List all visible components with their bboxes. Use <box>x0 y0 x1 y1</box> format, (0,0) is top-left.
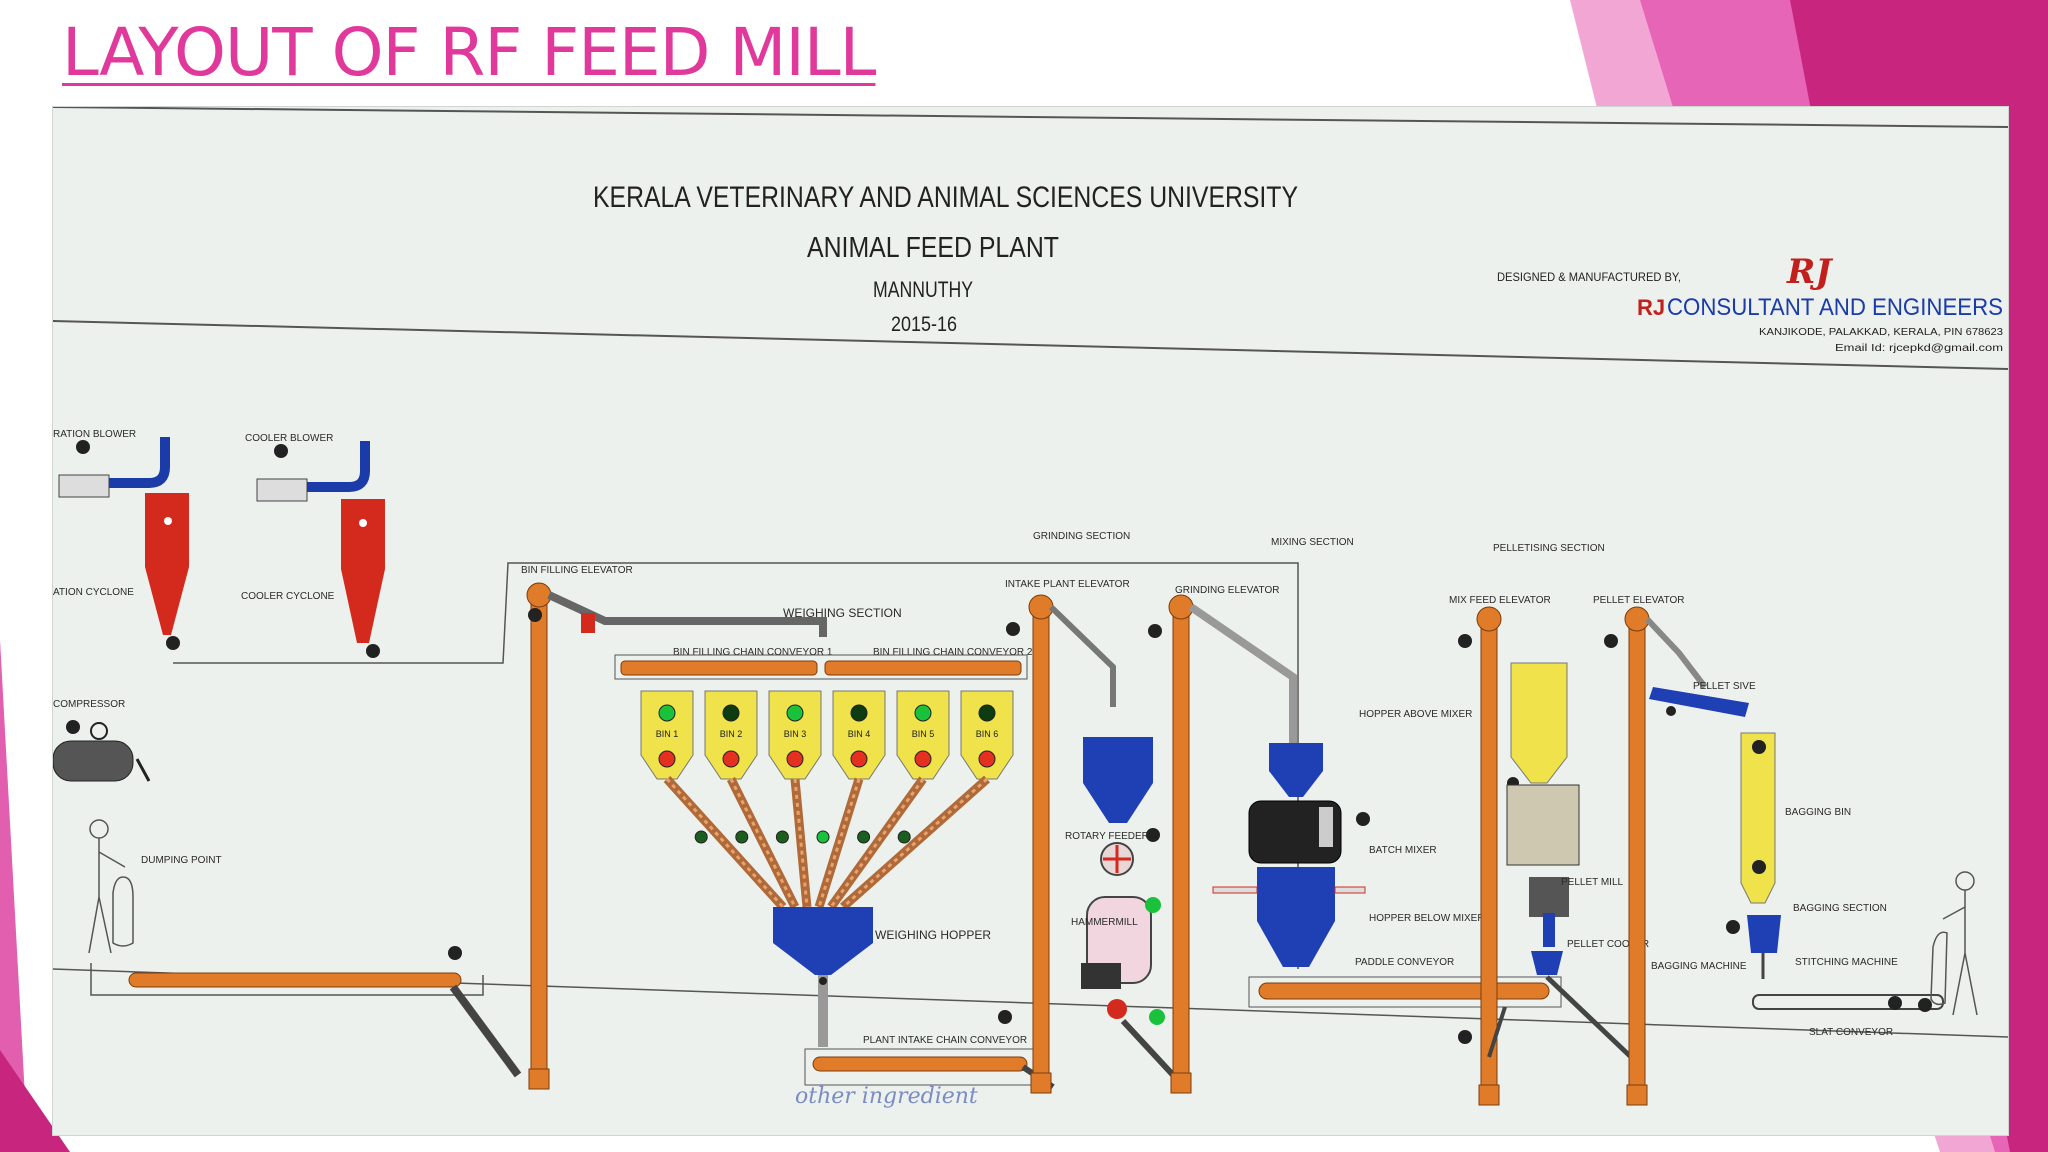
bin-label: BIN 6 <box>976 729 999 739</box>
bin-label: BIN 3 <box>784 729 807 739</box>
maker-company: CONSULTANT AND ENGINEERS <box>1667 294 2003 321</box>
bin-1: BIN 1 <box>640 690 787 911</box>
stitching-machine-label: STITCHING MACHINE <box>1795 957 1898 968</box>
dumping-point-worker <box>88 819 134 954</box>
aeration-blower <box>58 437 170 498</box>
slat-conveyor <box>1752 994 1944 1012</box>
plant-intake-conveyor <box>804 1010 1055 1090</box>
weighing-hopper <box>773 907 873 1047</box>
intake-plant-elevator <box>1006 594 1116 1094</box>
designed-by: DESIGNED & MANUFACTURED BY, <box>1497 270 1681 284</box>
hammer-mill <box>1081 896 1176 1078</box>
bagging-section-label: BAGGING SECTION <box>1793 903 1887 914</box>
batch-mixer <box>1248 800 1370 864</box>
aeration-blower-label: RATION BLOWER <box>53 429 136 440</box>
bin-3: BIN 3 <box>768 690 822 908</box>
bin-6: BIN 6 <box>840 690 1014 911</box>
hammer-mill-label: HAMMERMILL <box>1071 917 1138 928</box>
compressor <box>53 720 151 782</box>
hopper-below-mixer <box>1212 867 1366 967</box>
slide-title: LAYOUT OF RF FEED MILL <box>62 14 876 91</box>
dumping-screw-conveyor <box>128 946 522 1078</box>
header-place: MANNUTHY <box>873 277 973 302</box>
header-plant: ANIMAL FEED PLANT <box>807 232 1059 264</box>
bagging-bin <box>1740 732 1776 904</box>
maker-logo: RJ <box>1786 252 1833 292</box>
pellet-elevator <box>1604 606 1708 1106</box>
bin-2: BIN 2 <box>704 690 800 910</box>
bin-conveyor-1 <box>620 660 818 676</box>
bin-filling-elevator <box>526 582 827 1090</box>
weighing-section-label: WEIGHING SECTION <box>783 606 902 620</box>
pellet-cooler <box>1531 951 1633 1059</box>
mix-feed-elevator-label: MIX FEED ELEVATOR <box>1449 595 1551 606</box>
plant-intake-conveyor-label: PLANT INTAKE CHAIN CONVEYOR <box>863 1035 1027 1046</box>
paddle-conveyor-label: PADDLE CONVEYOR <box>1355 957 1454 968</box>
intake-plant-elevator-label: INTAKE PLANT ELEVATOR <box>1005 579 1130 590</box>
maker-address: KANJIKODE, PALAKKAD, KERALA, PIN 678623 <box>1759 327 2003 338</box>
hopper-below-mixer-label: HOPPER BELOW MIXER <box>1369 913 1485 924</box>
bin-label: BIN 5 <box>912 729 935 739</box>
bin-filling-elevator-label: BIN FILLING ELEVATOR <box>521 565 633 576</box>
bagging-bin-label: BAGGING BIN <box>1785 807 1851 818</box>
bin-label: BIN 4 <box>848 729 871 739</box>
layout-board-photo: KERALA VETERINARY AND ANIMAL SCIENCES UN… <box>52 106 2009 1136</box>
rotary-feeder <box>1100 842 1134 876</box>
bagging-machine <box>1726 915 1781 979</box>
pelletising-section-label: PELLETISING SECTION <box>1493 543 1605 554</box>
pellet-cooler-label: PELLET COOLER <box>1567 939 1649 950</box>
maker-company-prefix: RJ <box>1637 295 1665 320</box>
batch-mixer-label: BATCH MIXER <box>1369 845 1437 856</box>
bin-conveyor-2 <box>824 660 1022 676</box>
cooler-blower <box>256 441 370 502</box>
grinding-elevator-label: GRINDING ELEVATOR <box>1175 585 1279 596</box>
bin-label: BIN 1 <box>656 729 679 739</box>
bin-conveyor-1-label: BIN FILLING CHAIN CONVEYOR 1 <box>673 647 833 658</box>
mixing-section-label: MIXING SECTION <box>1271 537 1354 548</box>
mix-feed-elevator <box>1458 606 1507 1106</box>
aeration-cyclone <box>145 493 189 650</box>
grinding-hopper <box>1083 737 1160 842</box>
compressor-label: COMPRESSOR <box>53 699 125 710</box>
storage-bins: BIN 1 BIN 2 BIN 3 BIN 4 BIN 5 BIN 6 <box>640 690 1014 911</box>
pellet-elevator-label: PELLET ELEVATOR <box>1593 595 1685 606</box>
paddle-conveyor <box>1248 976 1562 1044</box>
maker-email: Email Id: rjcepkd@gmail.com <box>1835 343 2003 354</box>
dumping-point-label: DUMPING POINT <box>141 855 222 866</box>
bagging-machine-label: BAGGING MACHINE <box>1651 961 1747 972</box>
bagging-worker <box>1930 871 1978 1016</box>
header-year: 2015-16 <box>891 313 957 336</box>
cooler-blower-label: COOLER BLOWER <box>245 433 333 444</box>
bin-label: BIN 2 <box>720 729 743 739</box>
cooler-cyclone <box>341 499 385 658</box>
pellet-mill-label: PELLET MILL <box>1561 877 1624 888</box>
cooler-cyclone-label: COOLER CYCLONE <box>241 591 335 602</box>
grinding-section-label: GRINDING SECTION <box>1033 531 1130 542</box>
bin-5: BIN 5 <box>827 690 950 910</box>
weighing-hopper-label: WEIGHING HOPPER <box>875 928 991 942</box>
pellet-sive <box>1649 687 1749 717</box>
pellet-mill <box>1506 784 1580 947</box>
slat-conveyor-label: SLAT CONVEYOR <box>1809 1027 1893 1038</box>
hopper-above-mixer <box>1269 743 1323 797</box>
aeration-cyclone-label: ATION CYCLONE <box>53 587 134 598</box>
hopper-above-mixer-label: HOPPER ABOVE MIXER <box>1359 709 1472 720</box>
pellet-sive-label: PELLET SIVE <box>1693 681 1756 692</box>
bin-conveyor-2-label: BIN FILLING CHAIN CONVEYOR 2 <box>873 647 1033 658</box>
handwritten-note: other ingredient <box>795 1084 978 1109</box>
bin-4: BIN 4 <box>814 690 886 909</box>
grinding-elevator <box>1148 594 1297 1094</box>
rotary-feeder-label: ROTARY FEEDER <box>1065 831 1149 842</box>
header-university: KERALA VETERINARY AND ANIMAL SCIENCES UN… <box>593 181 1298 214</box>
